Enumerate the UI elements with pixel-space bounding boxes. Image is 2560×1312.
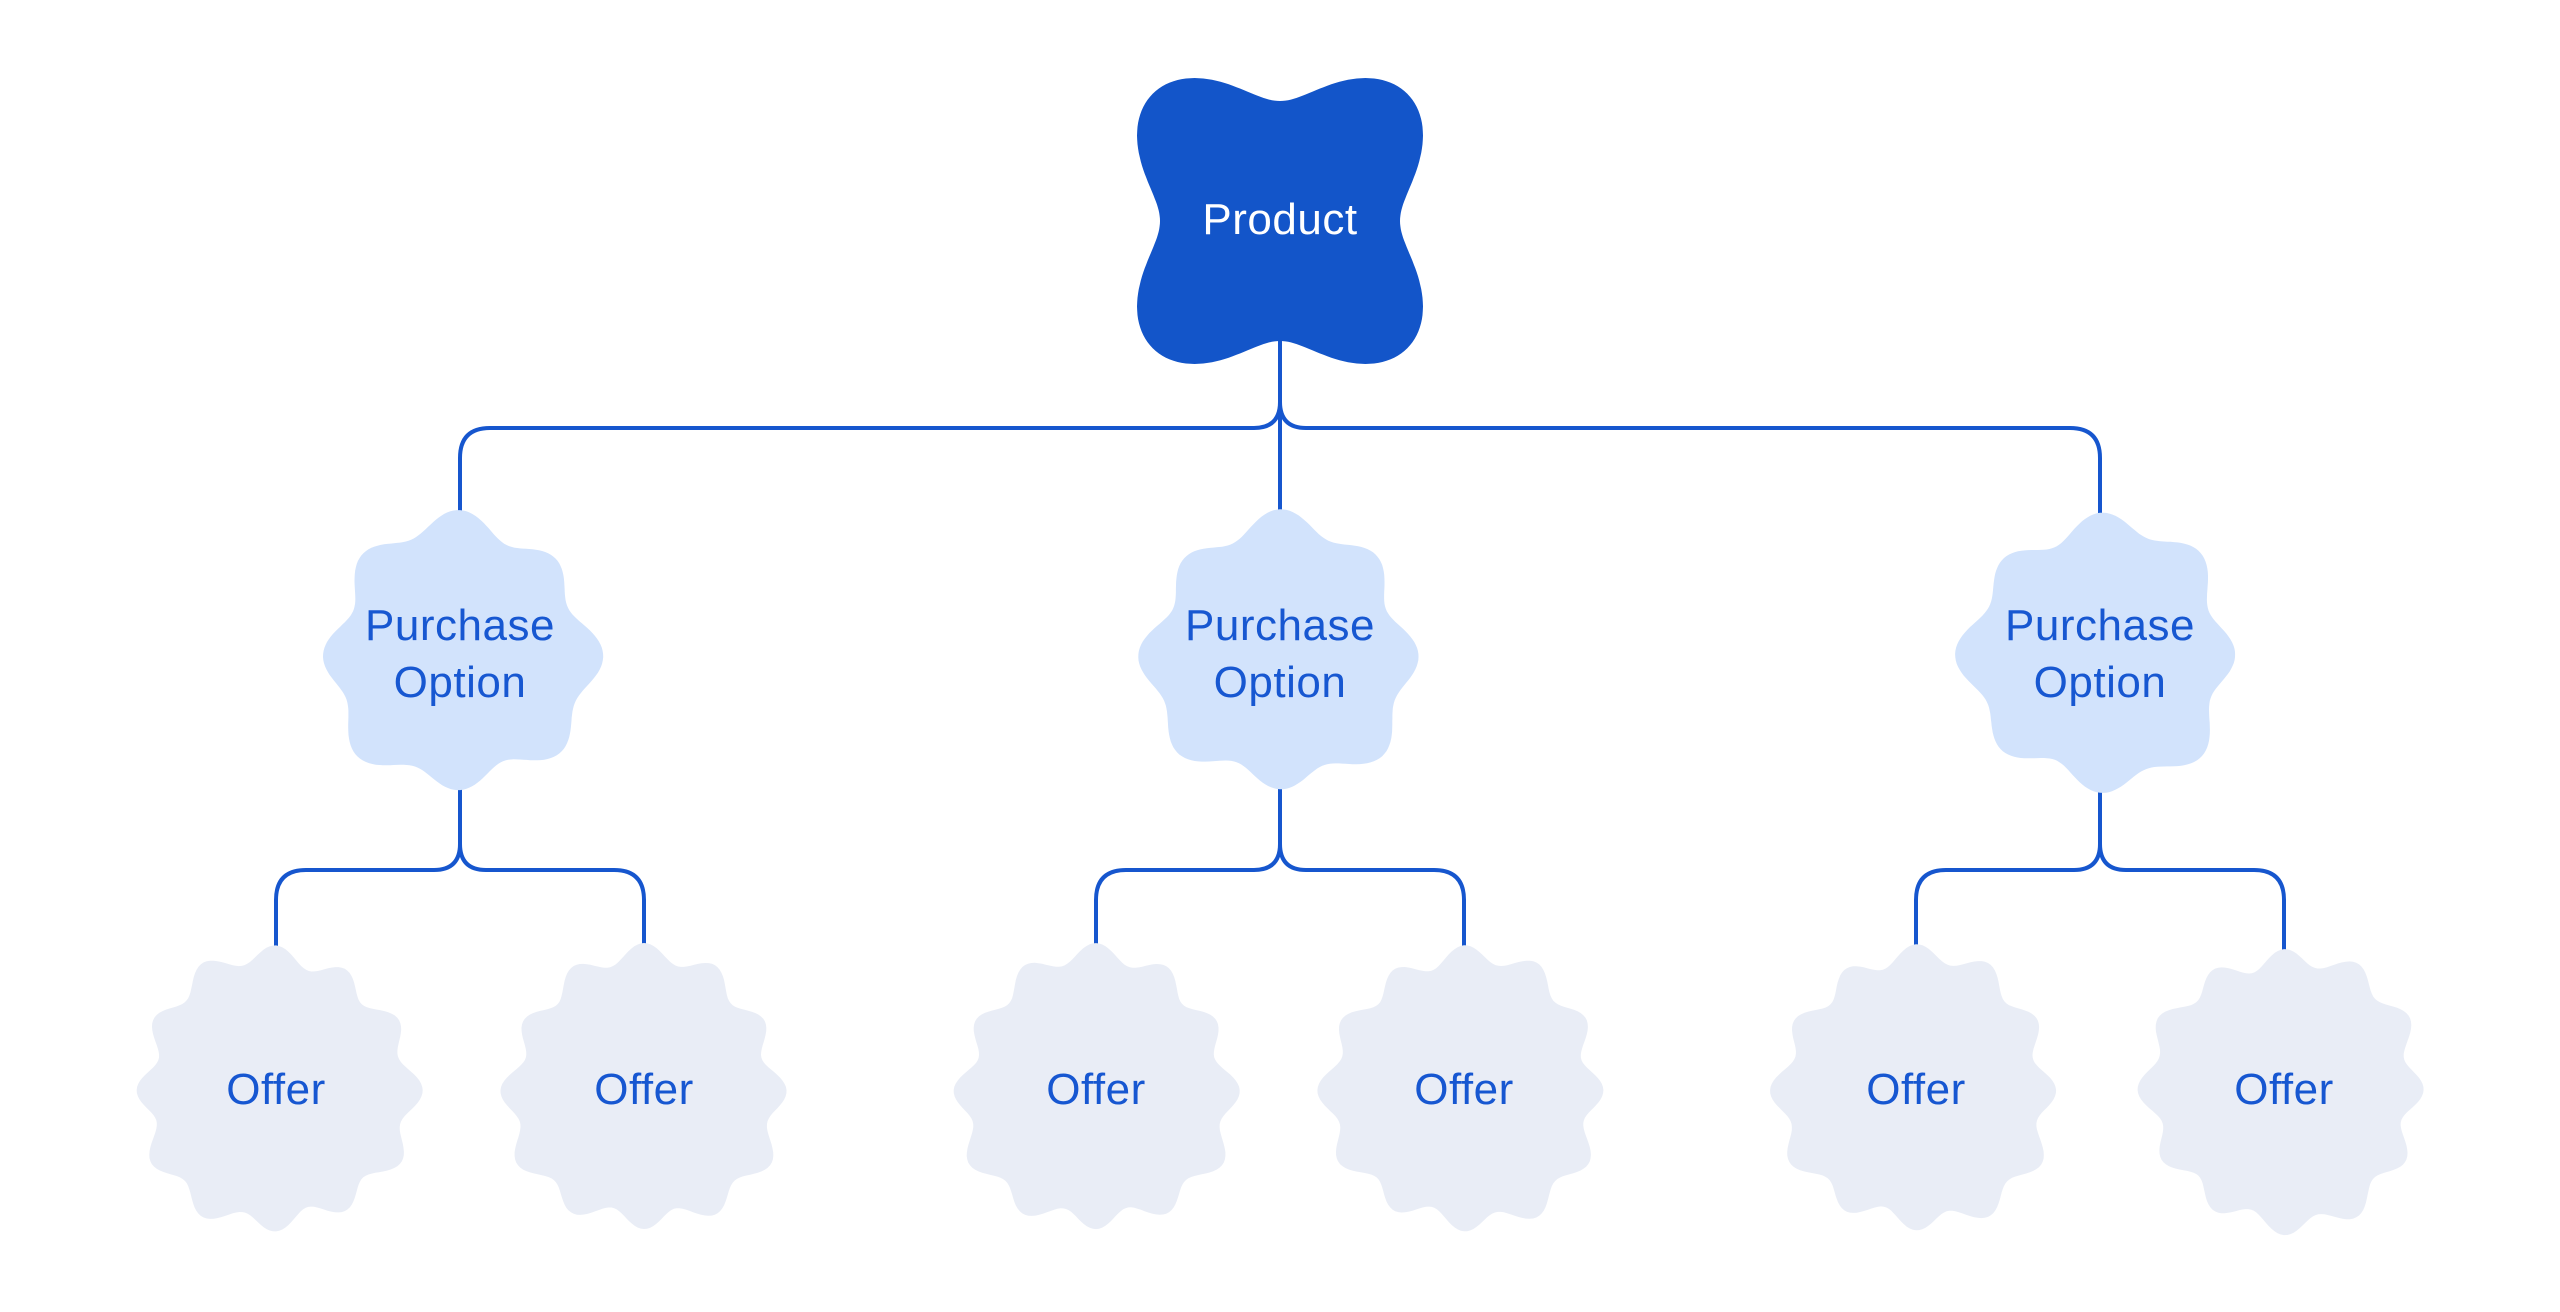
connector-product-to-right-option bbox=[1278, 340, 2102, 522]
purchase-option-node-shape bbox=[1138, 509, 1419, 790]
connector-option-to-right-offer bbox=[1278, 786, 1466, 954]
connector-option-to-right-offer bbox=[458, 786, 646, 954]
connector-option-to-right-offer bbox=[2098, 786, 2286, 954]
connector-option-to-left-offer bbox=[1094, 786, 1282, 954]
purchase-option-node-shape bbox=[1955, 512, 2236, 793]
offer-node-shape bbox=[136, 945, 423, 1232]
node-blobs-group bbox=[136, 78, 2424, 1236]
offer-node-shape bbox=[500, 943, 787, 1229]
offer-node-shape bbox=[2137, 949, 2424, 1236]
connector-lines-group bbox=[274, 340, 2286, 954]
connector-option-to-left-offer bbox=[274, 786, 462, 954]
connector-option-to-left-offer bbox=[1914, 786, 2102, 954]
offer-node-shape bbox=[953, 943, 1240, 1230]
purchase-option-node-shape bbox=[323, 510, 604, 791]
offer-node-shape bbox=[1770, 944, 2057, 1231]
connector-product-to-left-option bbox=[458, 340, 1282, 522]
offer-node-shape bbox=[1317, 945, 1604, 1232]
product-node-shape bbox=[1137, 78, 1423, 364]
